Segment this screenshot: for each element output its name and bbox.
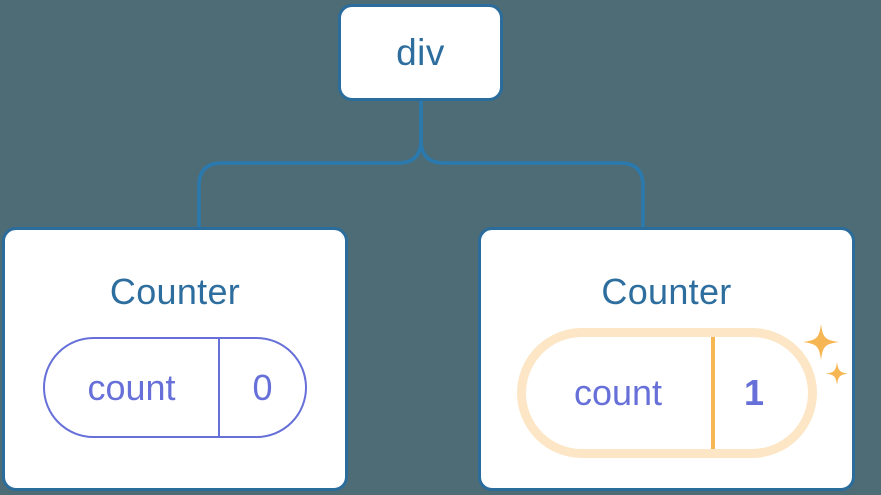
node-div[interactable]: div <box>338 4 503 101</box>
counter-right-title: Counter <box>601 271 732 312</box>
node-counter-left[interactable]: Counter count 0 <box>2 227 348 491</box>
sparkle-group <box>803 324 848 385</box>
counter-left-state-wrap: count 0 <box>43 337 307 438</box>
state-pill-key-cell: count <box>45 339 218 436</box>
edge-root-to-right-counter <box>419 99 645 229</box>
counter-right-state-wrap: count 1 <box>516 328 817 458</box>
state-key-label: count <box>87 366 176 408</box>
state-pill-key-cell: count <box>526 337 711 449</box>
state-key-label: count <box>573 372 663 413</box>
state-pill-count-right-highlighted[interactable]: count 1 <box>516 328 817 458</box>
edge-root-to-left-counter <box>197 99 423 229</box>
node-div-label: div <box>396 32 445 73</box>
state-value-label: 1 <box>743 372 765 413</box>
state-pill-count-left[interactable]: count 0 <box>43 337 307 438</box>
counter-left-title: Counter <box>109 271 241 312</box>
state-pill-value-cell: 0 <box>218 339 305 436</box>
sparkle-large-icon <box>803 324 839 360</box>
state-pill-value-cell: 1 <box>710 337 794 449</box>
state-value-label: 0 <box>252 366 273 408</box>
sparkle-small-icon <box>826 362 848 385</box>
